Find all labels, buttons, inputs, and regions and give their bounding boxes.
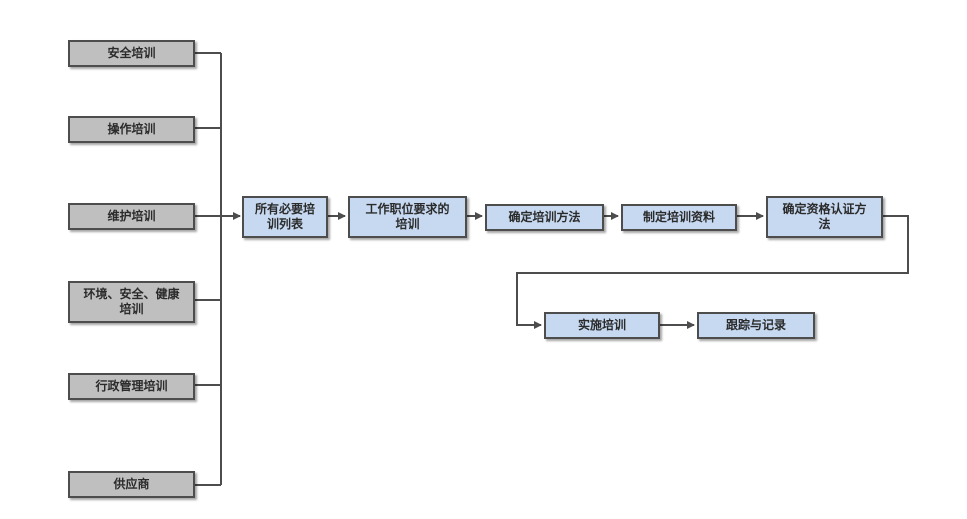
- step-label: 工作职位要求的培训: [365, 202, 450, 231]
- step-label: 制定培训资料: [642, 210, 715, 224]
- training-type-label: 维护培训: [107, 209, 156, 223]
- training-type-safety: 安全培训: [68, 40, 195, 67]
- left-bracket: [195, 52, 222, 486]
- arrow-step5-to-step6: [516, 215, 909, 329]
- training-type-label: 操作培训: [107, 122, 156, 136]
- step-implement-training: 实施培训: [544, 312, 660, 339]
- step-job-requirement-training: 工作职位要求的培训: [348, 196, 467, 238]
- training-type-label: 环境、安全、健康培训: [83, 287, 180, 316]
- step-determine-method: 确定培训方法: [485, 204, 604, 231]
- training-type-label: 安全培训: [107, 46, 156, 60]
- step-label: 跟踪与记录: [725, 318, 786, 332]
- step-all-training-list: 所有必要培训列表: [242, 196, 328, 238]
- step-label: 所有必要培训列表: [254, 202, 315, 231]
- step-label: 实施培训: [577, 318, 626, 332]
- training-type-ehs: 环境、安全、健康培训: [68, 281, 195, 323]
- training-type-administration: 行政管理培训: [68, 373, 195, 400]
- step-determine-certification: 确定资格认证方法: [766, 196, 883, 238]
- step-label: 确定资格认证方法: [782, 202, 867, 231]
- training-type-supplier: 供应商: [68, 471, 195, 498]
- step-track-and-record: 跟踪与记录: [697, 312, 815, 339]
- training-type-label: 供应商: [113, 477, 150, 491]
- training-type-operation: 操作培训: [68, 116, 195, 143]
- training-type-maintenance: 维护培训: [68, 203, 195, 230]
- step-label: 确定培训方法: [508, 210, 581, 224]
- step-develop-materials: 制定培训资料: [621, 204, 737, 231]
- training-type-label: 行政管理培训: [95, 379, 168, 393]
